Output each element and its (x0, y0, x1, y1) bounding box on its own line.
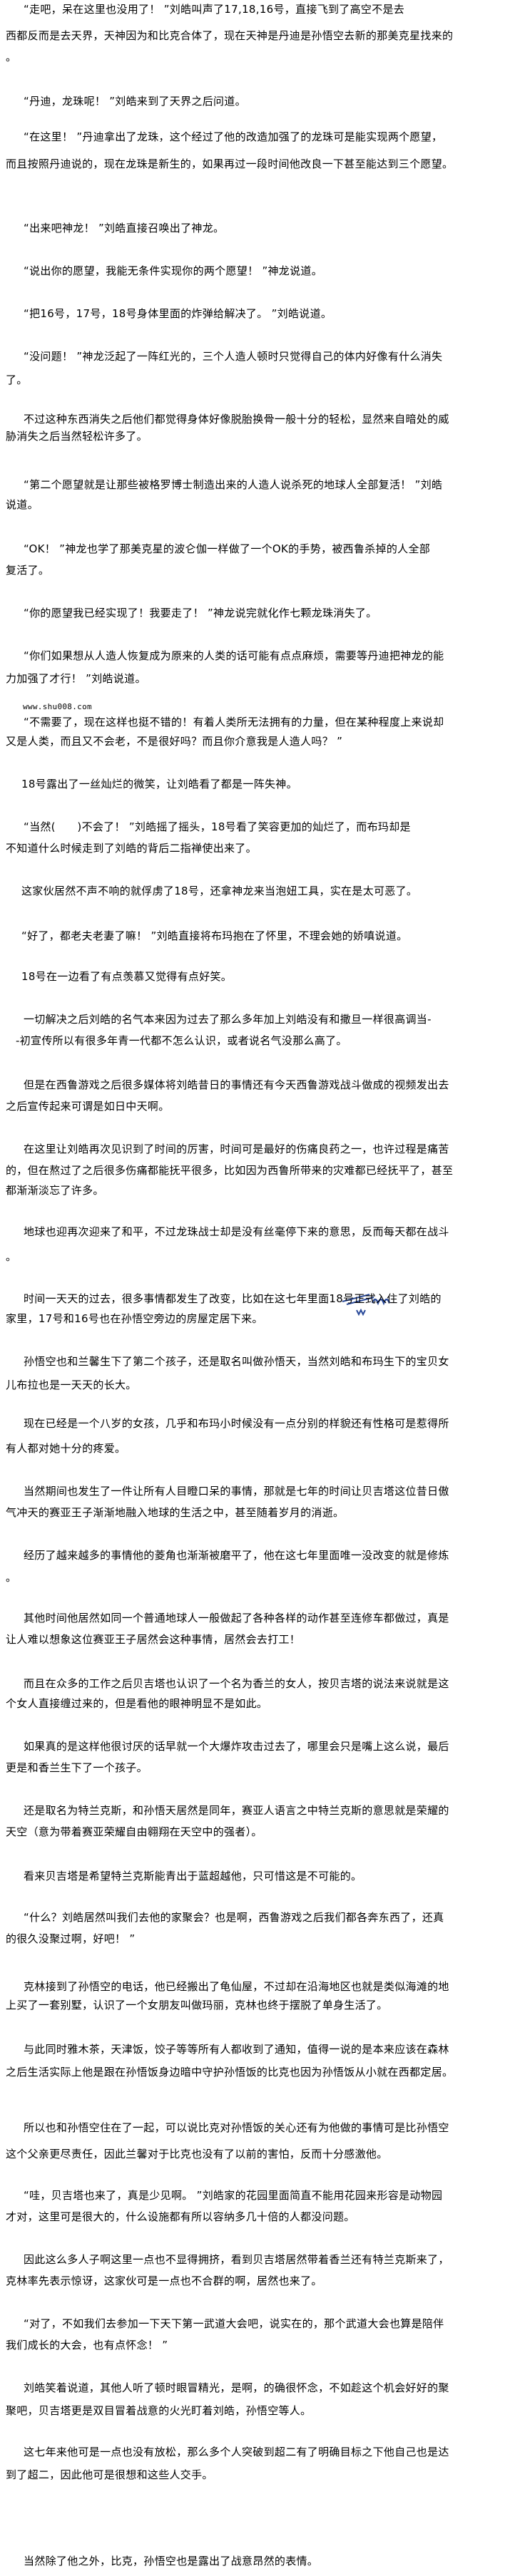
paragraph-line: 之后生活实际上他是跟在孙悟饭身边暗中守护孙悟饭的比克也因为孙悟饭从小就在西都定居… (6, 2066, 454, 2078)
paragraph-line: 一切解决之后刘皓的名气本来因为过去了那么多年加上刘皓没有和撒旦一样很高调当- (24, 1013, 432, 1026)
paragraph-line: 刘皓笑着说道，其他人听了顿时眼冒精光，是啊，的确很怀念，不如趁这个机会好好的聚 (24, 2381, 449, 2394)
paragraph-line: 聚吧，贝吉塔更是双目冒着战意的火光盯着刘皓，孙悟空等人。 (6, 2404, 312, 2417)
paragraph-line: 个女人直接缠过来的，但是看他的眼神明显不是如此。 (6, 1697, 268, 1710)
paragraph-line: “你的愿望我已经实现了！我要走了！ ”神龙说完就化作七颗龙珠消失了。 (24, 607, 377, 619)
paragraph-line: 复活了。 (6, 564, 50, 577)
paragraph-line: 当然期间也发生了一件让所有人目瞪口呆的事情，那就是七年的时间让贝吉塔这位昔日傲 (24, 1485, 449, 1498)
paragraph-line: 18号在一边看了有点羡慕又觉得有点好笑。 (21, 970, 233, 983)
paragraph-line: 家里，17号和16号也在孙悟空旁边的房屋定居下来。 (6, 1312, 263, 1325)
paragraph-line: “好了，都老夫老妻了嘛！ ”刘皓直接将布玛抱在了怀里，不理会她的娇嗔说道。 (21, 929, 408, 942)
paragraph-line: 我们成长的大会，也有点怀念！ ” (6, 2339, 168, 2351)
paragraph-line: 天空（意为带着赛亚荣耀自由翱翔在天空中的强者）。 (6, 1825, 262, 1838)
paragraph-line: 这个父亲更尽责任，因此兰馨对于比克也没有了以前的害怕，反而十分感激他。 (6, 2148, 388, 2160)
paragraph-line: “把16号，17号，18号身体里面的炸弹给解决了。 ”刘皓说道。 (24, 307, 332, 320)
paragraph-line: 克林率先表示惊讶，这家伙可是一点也不合群的啊，居然也来了。 (6, 2274, 322, 2287)
paragraph-line: 这七年来他可是一点也没有放松，那么多个人突破到超二有了明确目标之下他自己也是达 (24, 2446, 449, 2458)
paragraph-line: 如果真的是这样他很讨厌的话早就一个大爆炸攻击过去了，哪里会只是嘴上这么说，最后 (24, 1740, 449, 1753)
paragraph-line: 在这里让刘皓再次见识到了时间的厉害，时间可是最好的伤痛良药之一，也许过程是痛苦 (24, 1143, 449, 1155)
paragraph-line: 的，但在熬过了之后很多伤痛都能抚平很多，比如因为西鲁所带来的灾难都已经抚平了，甚… (6, 1164, 454, 1177)
paragraph-line: “哇，贝吉塔也来了，真是少见啊。 ”刘皓家的花园里面简直不能用花园来形容是动物园 (24, 2189, 443, 2202)
paragraph-line: 经历了越来越多的事情他的菱角也渐渐被磨平了，他在这七年里面唯一没改变的就是修炼 (24, 1549, 449, 1562)
paragraph-line: 力加强了才行！ ”刘皓说道。 (6, 672, 146, 685)
paragraph-line: 不知道什么时候走到了刘皓的背后二指禅使出来了。 (6, 842, 257, 855)
paragraph-line: 了。 (6, 373, 28, 386)
paragraph-line: 更是和香兰生下了一个孩子。 (6, 1761, 148, 1774)
paragraph-line: “当然( )不会了！ ”刘皓摇了摇头，18号看了笑容更加的灿烂了，而布玛却是 (24, 820, 411, 833)
paragraph-line: “走吧，呆在这里也没用了！ ”刘皓叫声了17,18,16号，直接飞到了高空不是去 (24, 3, 405, 16)
paragraph-line: 现在已经是一个八岁的女孩，几乎和布玛小时候没有一点分别的样貌还有性格可是惹得所 (24, 1417, 449, 1430)
paragraph-line: 而且按照丹迪说的，现在龙珠是新生的，如果再过一段时间他改良一下甚至能达到三个愿望… (6, 158, 454, 170)
paragraph-line: 之后宣传起来可谓是如日中天啊。 (6, 1100, 170, 1113)
paragraph-line: 时间一天天的过去，很多事情都发生了改变，比如在这七年里面18号正式入住了刘皓的 (24, 1292, 442, 1305)
paragraph-line: “没问题！ ”神龙泛起了一阵红光的，三个人造人顿时只觉得自己的体内好像有什么消失 (24, 350, 443, 363)
paragraph-line: 。 (6, 1250, 17, 1263)
paragraph-line: 而且在众多的工作之后贝吉塔也认识了一个名为香兰的女人，按贝吉塔的说法来说就是这 (24, 1677, 449, 1690)
paragraph-line: “不需要了，现在这样也挺不错的！有着人类所无法拥有的力量，但在某种程度上来说却 (24, 716, 444, 728)
paragraph-line: -初宣传所以有很多年青一代都不怎么认识，或者说名气没那么高了。 (16, 1034, 347, 1047)
paragraph-line: 这家伙居然不声不响的就俘虏了18号，还拿神龙来当泡妞工具，实在是太可恶了。 (21, 885, 418, 897)
paragraph-line: 还是取名为特兰克斯，和孙悟天居然是同年，赛亚人语言之中特兰克斯的意思就是荣耀的 (24, 1804, 449, 1817)
paragraph-line: 。 (6, 51, 17, 63)
paragraph-line: 其他时间他居然如同一个普通地球人一般做起了各种各样的动作甚至连修车都做过，真是 (24, 1612, 449, 1624)
paragraph-line: 当然除了他之外，比克，孙悟空也是露出了战意昂然的表情。 (24, 2555, 319, 2567)
paragraph-line: 克林接到了孙悟空的电话，他已经搬出了龟仙屋，不过却在沿海地区也就是类似海滩的地 (24, 1980, 449, 1993)
paragraph-line: 到了超二，因此他可是很想和这些人交手。 (6, 2468, 213, 2481)
paragraph-line: 与此同时雅木茶，天津饭，饺子等等所有人都收到了通知，值得一说的是本来应该在森林 (24, 2043, 449, 2056)
paragraph-line: 胁消失之后当然轻松许多了。 (6, 430, 148, 443)
paragraph-line: “对了，不如我们去参加一下天下第一武道大会吧，说实在的，那个武道大会也算是陪伴 (24, 2317, 444, 2330)
paragraph-line: 因此这么多人子啊这里一点也不显得拥挤，看到贝吉塔居然带着香兰还有特兰克斯来了， (24, 2253, 449, 2266)
paragraph-line: 所以也和孙悟空住在了一起，可以说比克对孙悟饭的关心还有为他做的事情可是比孙悟空 (24, 2121, 449, 2134)
paragraph-line: 都渐渐淡忘了许多。 (6, 1184, 104, 1197)
paragraph-line: 地球也迎再次迎来了和平，不过龙珠战士却是没有丝毫停下来的意思，反而每天都在战斗 (24, 1225, 449, 1238)
paragraph-line: 上买了一套别墅，认识了一个女朋友叫做玛丽，克林也终于摆脱了单身生活了。 (6, 1999, 388, 2011)
paragraph-line: 西都反而是去天界，天神因为和比克合体了，现在天神是丹迪是孙悟空去新的那美克星找来… (6, 29, 454, 42)
paragraph-line: “在这里！ ”丹迪拿出了龙珠，这个经过了他的改造加强了的龙珠可是能实现两个愿望， (24, 130, 443, 143)
paragraph-line: 气冲天的赛亚王子渐渐地融入地球的生活之中，甚至随着岁月的消逝。 (6, 1506, 345, 1519)
paragraph-line: www.shu008.com (23, 702, 92, 711)
paragraph-line: 说道。 (6, 498, 39, 511)
paragraph-line: “你们如果想从人造人恢复成为原来的人类的话可能有点点麻烦，需要等丹迪把神龙的能 (24, 649, 444, 662)
paragraph-line: “出来吧神龙！ ”刘皓直接召唤出了神龙。 (24, 222, 225, 235)
paragraph-line: 看来贝吉塔是希望特兰克斯能青出于蓝超越他，只可惜这是不可能的。 (24, 1870, 362, 1882)
paragraph-line: 又是人类，而且又不会老，不是很好吗？而且你介意我是人造人吗？ ” (6, 735, 343, 748)
paragraph-line: “什么？刘皓居然叫我们去他的家聚会？也是啊，西鲁游戏之后我们都各奔东西了，还真 (24, 1911, 444, 1924)
paragraph-line: 18号露出了一丝灿烂的微笑，让刘皓看了都是一阵失神。 (21, 778, 297, 790)
paragraph-line: 有人都对她十分的疼爱。 (6, 1442, 126, 1455)
paragraph-line: 儿布拉也是一天天的长大。 (6, 1379, 137, 1391)
paragraph-line: 孙悟空也和兰馨生下了第二个孩子，还是取名叫做孙悟天，当然刘皓和布玛生下的宝贝女 (24, 1355, 449, 1368)
paragraph-line: 但是在西鲁游戏之后很多媒体将刘皓昔日的事情还有今天西鲁游戏战斗做成的视频发出去 (24, 1078, 449, 1091)
paragraph-line: “第二个愿望就是让那些被格罗博士制造出来的人造人说杀死的地球人全部复活！ ”刘皓 (24, 478, 443, 491)
paragraph-line: 不过这种东西消失之后他们都觉得身体好像脱胎换骨一般十分的轻松，显然来自暗处的威 (24, 413, 449, 426)
paragraph-line: “OK！ ”神龙也学了那美克星的波仑伽一样做了一个OK的手势，被西鲁杀掉的人全部 (24, 542, 431, 555)
paragraph-line: 才对，这里可是很大的，什么设施都有所以容纳多几十倍的人都没问题。 (6, 2210, 355, 2223)
paragraph-line: 。 (6, 1571, 17, 1584)
watermark-logo (342, 1294, 391, 1317)
paragraph-line: “说出你的愿望，我能无条件实现你的两个愿望！ ”神龙说道。 (24, 264, 323, 277)
paragraph-line: “丹迪，龙珠呢！ ”刘皓来到了天界之后问道。 (24, 95, 246, 108)
paragraph-line: 的很久没聚过啊，好吧！ ” (6, 1932, 136, 1945)
paragraph-line: 让人难以想象这位赛亚王子居然会这种事情，居然会去打工！ (6, 1633, 301, 1646)
